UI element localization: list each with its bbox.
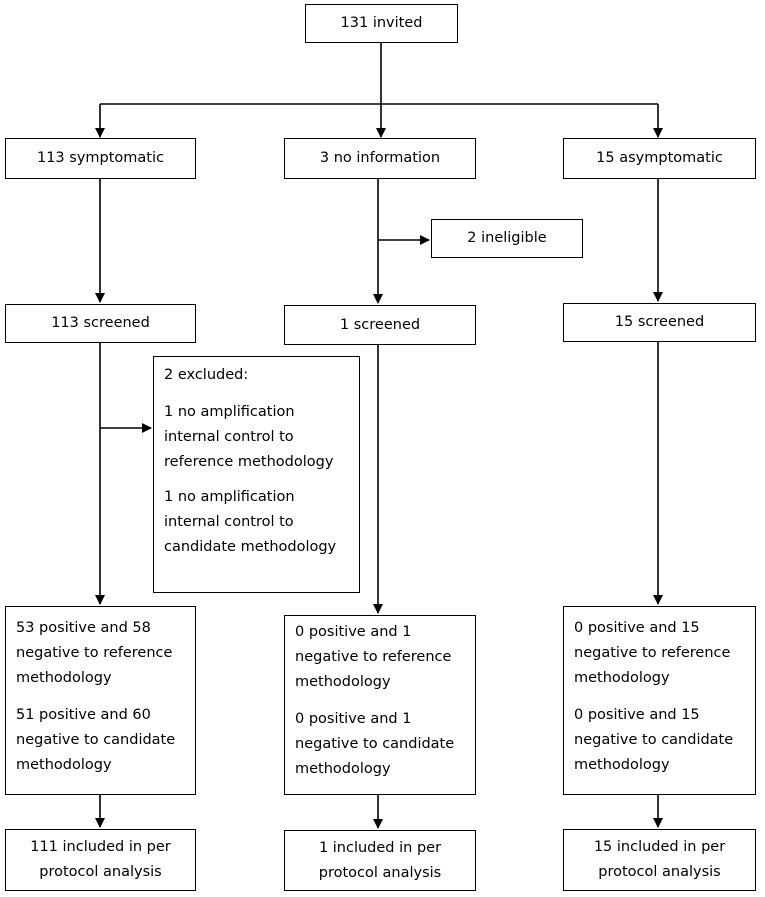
result-line: methodology	[295, 761, 391, 777]
excluded-item-candidate: 1 no amplification internal control to c…	[164, 485, 351, 560]
result-line: methodology	[574, 670, 670, 686]
included-line: protocol analysis	[39, 864, 162, 880]
result-line: methodology	[574, 757, 670, 773]
result-line: methodology	[16, 670, 112, 686]
no-information-screened-box: 1 screened	[284, 305, 476, 345]
symptomatic-screened-box: 113 screened	[5, 304, 196, 343]
candidate-result: 0 positive and 15 negative to candidate …	[574, 703, 747, 778]
symptomatic-results-box: 53 positive and 58 negative to reference…	[5, 606, 196, 795]
excluded-item-line: 1 no amplification	[164, 489, 295, 505]
result-line: negative to candidate	[574, 732, 734, 748]
excluded-item-line: internal control to	[164, 429, 294, 445]
ineligible-box: 2 ineligible	[431, 219, 583, 258]
symptomatic-box: 113 symptomatic	[5, 138, 196, 179]
excluded-item-line: reference methodology	[164, 454, 334, 470]
symptomatic-screened-label: 113 screened	[51, 315, 150, 331]
asymptomatic-label: 15 asymptomatic	[596, 150, 723, 166]
included-text: 111 included in per protocol analysis	[30, 835, 171, 885]
excluded-item-reference: 1 no amplification internal control to r…	[164, 400, 351, 475]
ineligible-label: 2 ineligible	[467, 230, 547, 246]
candidate-result: 51 positive and 60 negative to candidate…	[16, 703, 187, 778]
asymptomatic-screened-box: 15 screened	[563, 303, 756, 342]
reference-result: 0 positive and 15 negative to reference …	[574, 616, 747, 691]
excluded-box: 2 excluded: 1 no amplification internal …	[153, 356, 360, 593]
included-line: protocol analysis	[318, 864, 442, 881]
included-text: 15 included in per protocol analysis	[594, 835, 725, 885]
invited-label: 131 invited	[340, 15, 423, 31]
result-line: negative to reference	[295, 649, 452, 665]
result-line: methodology	[295, 674, 391, 690]
result-line: methodology	[16, 757, 112, 773]
result-line: negative to reference	[16, 645, 173, 661]
excluded-title: 2 excluded:	[164, 367, 249, 383]
result-line: negative to reference	[574, 645, 731, 661]
result-line: 0 positive and 15	[574, 620, 700, 636]
asymptomatic-results-box: 0 positive and 15 negative to reference …	[563, 606, 756, 795]
no-information-label: 3 no information	[319, 150, 441, 166]
included-line: 1 included in per	[318, 839, 442, 856]
asymptomatic-screened-label: 15 screened	[614, 314, 705, 330]
reference-result: 53 positive and 58 negative to reference…	[16, 616, 187, 691]
result-line: negative to candidate	[295, 736, 455, 752]
result-line: negative to candidate	[16, 732, 176, 748]
no-information-results-box: 0 positive and 1 negative to reference m…	[284, 615, 476, 795]
included-line: 15 included in per	[593, 839, 726, 855]
result-line: 51 positive and 60	[16, 707, 151, 723]
result-line: 0 positive and 15	[574, 707, 700, 723]
symptomatic-included-box: 111 included in per protocol analysis	[5, 829, 196, 891]
excluded-item-line: 1 no amplification	[164, 404, 295, 420]
no-information-screened-label: 1 screened	[339, 316, 421, 333]
symptomatic-label: 113 symptomatic	[36, 150, 164, 166]
asymptomatic-box: 15 asymptomatic	[563, 138, 756, 179]
no-information-included-box: 1 included in per protocol analysis	[284, 830, 476, 891]
invited-box: 131 invited	[305, 4, 458, 43]
no-information-box: 3 no information	[284, 138, 476, 179]
included-text: 1 included in per protocol analysis	[319, 836, 441, 886]
excluded-item-line: internal control to	[164, 514, 294, 530]
excluded-item-line: candidate methodology	[164, 539, 337, 555]
result-line: 0 positive and 1	[295, 624, 412, 640]
result-line: 53 positive and 58	[16, 620, 151, 636]
included-line: 111 included in per	[30, 839, 171, 855]
included-line: protocol analysis	[598, 864, 721, 880]
candidate-result: 0 positive and 1 negative to candidate m…	[295, 707, 467, 782]
reference-result: 0 positive and 1 negative to reference m…	[295, 620, 467, 695]
result-line: 0 positive and 1	[295, 711, 412, 727]
asymptomatic-included-box: 15 included in per protocol analysis	[563, 829, 756, 891]
